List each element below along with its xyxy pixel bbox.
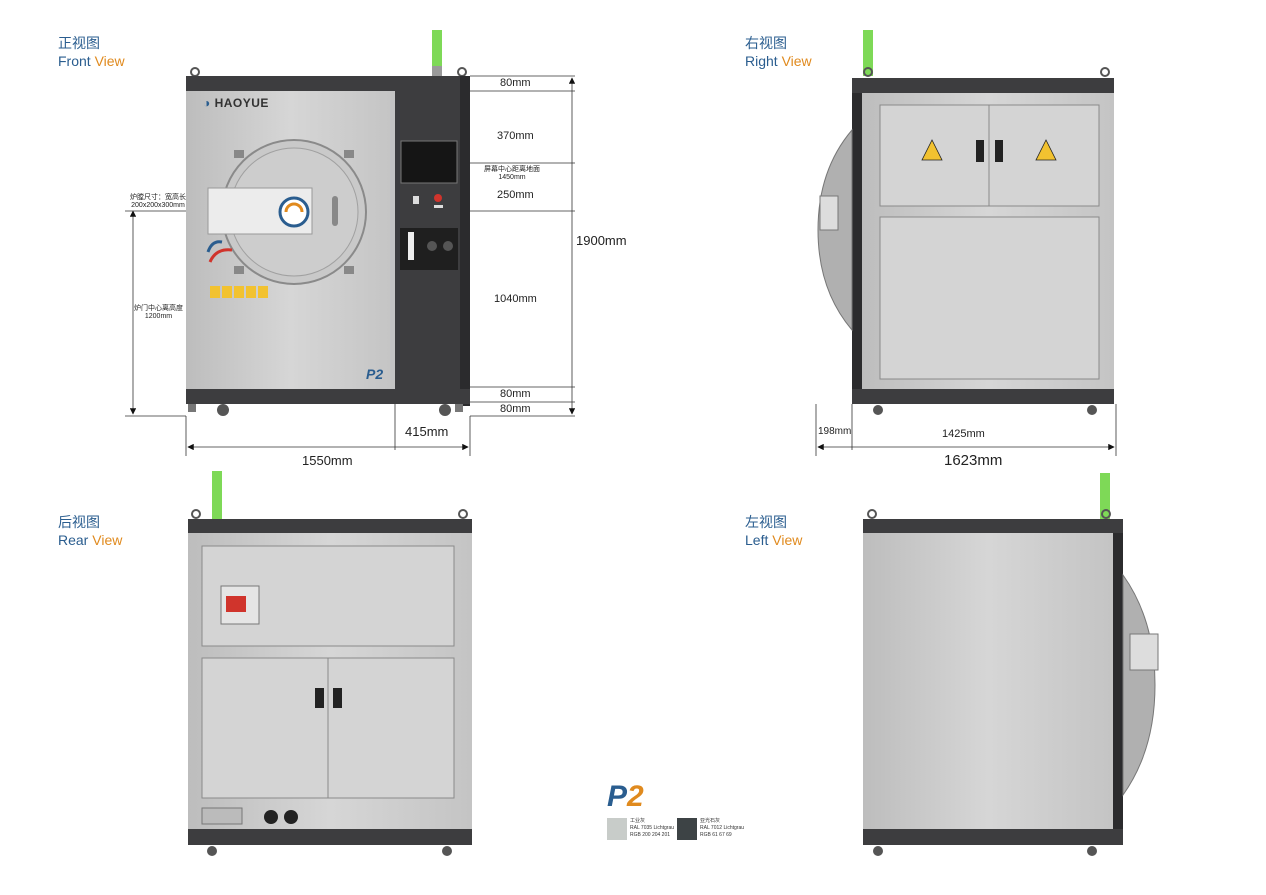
dim-screen-center-value: 1450mm bbox=[498, 174, 526, 181]
right-warning-icon-right bbox=[1035, 139, 1057, 161]
left-view-title-acc: View bbox=[772, 532, 803, 548]
left-view-title-en: Left bbox=[745, 532, 769, 548]
swatch-1-name: 工业灰 bbox=[630, 818, 646, 824]
left-view-title: 左视图 Left View bbox=[745, 513, 802, 549]
left-view-title-cn: 左视图 bbox=[745, 514, 787, 530]
front-lifting-eye-right bbox=[457, 67, 467, 77]
right-lower-cabinet bbox=[879, 216, 1100, 380]
front-view-machine bbox=[186, 30, 470, 416]
front-view-title: 正视图 Front View bbox=[58, 34, 125, 70]
dim-1425: 1425mm bbox=[942, 428, 985, 440]
swatch-2-name: 亚光石灰 bbox=[700, 818, 721, 824]
right-dimension-lines bbox=[815, 404, 1117, 456]
dim-370: 370mm bbox=[497, 130, 534, 142]
front-view-title-acc: View bbox=[94, 53, 125, 69]
right-warning-icon-left bbox=[921, 139, 943, 161]
swatch-1-rgb: RGB 200 204 201 bbox=[630, 832, 671, 838]
dim-screen-center-label: 屏幕中心距离地面 bbox=[484, 166, 540, 173]
rear-main-switch-icon bbox=[226, 596, 246, 612]
swatch-2-ral: RAL 7012 Lichtgrau bbox=[700, 825, 745, 831]
brand-name: HAOYUE bbox=[214, 96, 269, 110]
dim-80-mid: 80mm bbox=[500, 388, 531, 400]
dim-door-center-label: 炉门中心离高度 bbox=[134, 305, 183, 312]
left-view-machine bbox=[863, 473, 1159, 856]
p2-logo: P2 bbox=[607, 780, 644, 814]
dim-415: 415mm bbox=[405, 424, 449, 439]
rear-port-left bbox=[264, 810, 278, 824]
front-view-title-cn: 正视图 bbox=[58, 35, 100, 51]
dim-chamber-size-label: 炉膛尺寸：宽高长 bbox=[130, 194, 186, 201]
rear-view-title-en: Rear bbox=[58, 532, 89, 548]
right-view-title-cn: 右视图 bbox=[745, 35, 787, 51]
front-view-title-en: Front bbox=[58, 53, 91, 69]
dim-198: 198mm bbox=[818, 426, 852, 437]
right-view-machine bbox=[817, 30, 1114, 415]
right-signal-mast bbox=[863, 30, 873, 76]
right-view-title-acc: View bbox=[781, 53, 812, 69]
right-cabinet-handle-left bbox=[976, 140, 984, 162]
rear-view-title: 后视图 Rear View bbox=[58, 513, 122, 549]
left-side-panel bbox=[863, 533, 1113, 829]
front-door-logo-icon bbox=[278, 196, 310, 228]
dim-80-top: 80mm bbox=[500, 77, 531, 89]
dim-80-bot: 80mm bbox=[500, 403, 531, 415]
rear-view-title-acc: View bbox=[92, 532, 123, 548]
rear-signal-mast bbox=[212, 471, 222, 519]
right-cabinet-handle-right bbox=[995, 140, 1003, 162]
dim-1900: 1900mm bbox=[576, 233, 627, 248]
right-view-title: 右视图 Right View bbox=[745, 34, 812, 70]
swatch-2-rgb: RGB 61 67 69 bbox=[700, 832, 732, 838]
p2-logo-p: P bbox=[607, 780, 628, 813]
front-brand-logo: ◑ HAOYUE bbox=[203, 96, 269, 110]
dim-1550: 1550mm bbox=[302, 453, 353, 468]
brand-logo-icon: ◑ bbox=[203, 96, 211, 110]
left-door-profile bbox=[1122, 573, 1156, 797]
swatch-light-grey bbox=[607, 818, 627, 840]
rear-port-right bbox=[284, 810, 298, 824]
rear-view-title-cn: 后视图 bbox=[58, 514, 100, 530]
front-warning-labels bbox=[210, 286, 268, 298]
dim-1040: 1040mm bbox=[494, 293, 537, 305]
front-signal-mast bbox=[432, 30, 442, 76]
dim-250: 250mm bbox=[497, 189, 534, 201]
front-lifting-eye-left bbox=[190, 67, 200, 77]
swatch-dark-grey bbox=[677, 818, 697, 840]
rear-view-machine bbox=[188, 471, 472, 856]
front-model-badge: P2 bbox=[366, 366, 384, 382]
swatch-1-ral: RAL 7035 Lichtgrau bbox=[630, 825, 675, 831]
dim-door-center-value: 1200mm bbox=[144, 313, 173, 320]
front-touch-screen bbox=[400, 140, 458, 184]
dim-chamber-size-value: 200x200x300mm bbox=[131, 202, 185, 209]
right-view-title-en: Right bbox=[745, 53, 778, 69]
p2-logo-2: 2 bbox=[627, 780, 644, 813]
front-emergency-stop-icon bbox=[434, 194, 442, 202]
dim-1623: 1623mm bbox=[944, 452, 1003, 469]
front-dimension-lines bbox=[125, 75, 576, 456]
left-signal-mast bbox=[1100, 473, 1110, 519]
